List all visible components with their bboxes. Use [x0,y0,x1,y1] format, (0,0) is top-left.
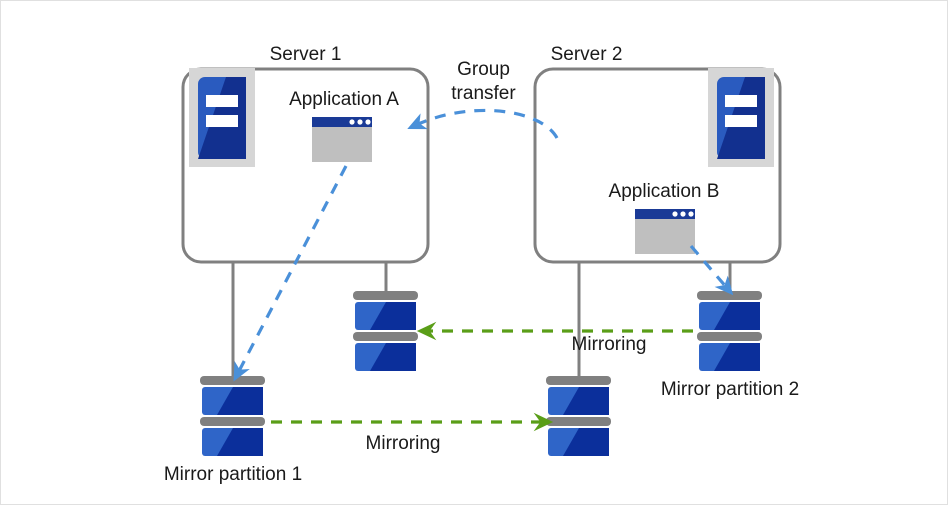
disk-server1-upper [353,291,418,371]
mirror-partition-1-label: Mirror partition 1 [163,464,303,485]
mirror-partition-2-label: Mirror partition 2 [660,379,800,400]
mirroring-lower-label: Mirroring [365,433,441,454]
server-2-icon [708,68,774,167]
disk-mirror-partition-2 [697,291,762,371]
application-a-label: Application A [289,89,399,110]
application-b-label: Application B [608,181,720,202]
app-b-to-partition2-arrow [689,244,734,296]
application-a-window-icon [312,117,372,162]
group-transfer-label-line1: Group [457,59,510,80]
mirroring-upper-label: Mirroring [571,334,647,355]
server-2-label: Server 2 [550,44,623,65]
application-b-window-icon [635,209,695,254]
server-1-icon [189,68,255,167]
group-transfer-label-line2: transfer [451,83,516,104]
disk-server2-lower [546,376,611,456]
disk-mirror-partition-1 [200,376,265,456]
group-transfer-label: Group transfer [426,58,541,106]
server-1-label: Server 1 [269,44,342,65]
group-transfer-arrow [407,108,559,139]
